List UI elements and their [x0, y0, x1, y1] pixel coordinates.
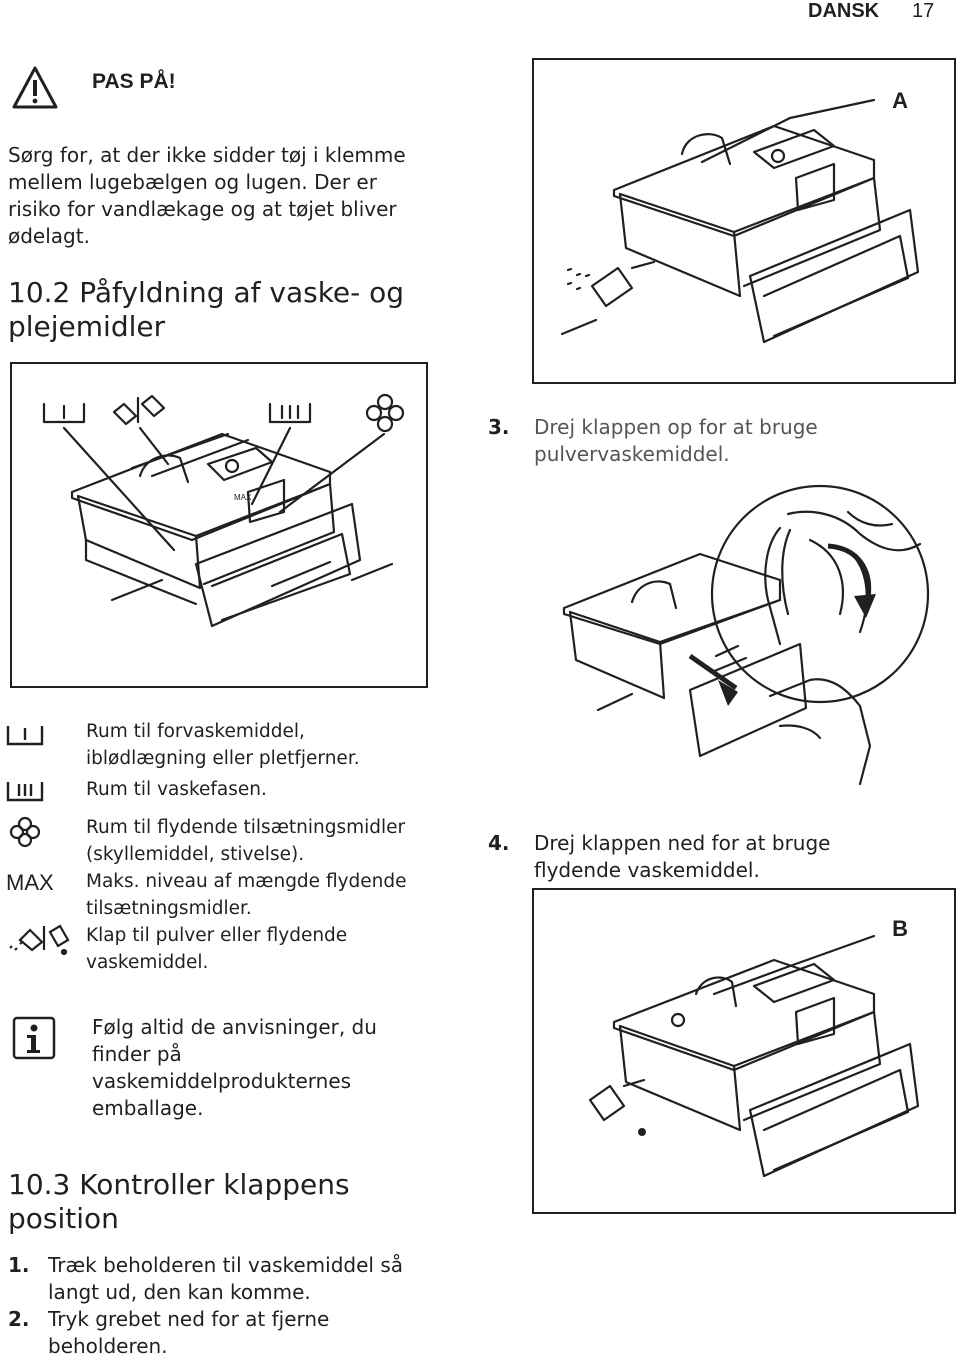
flower-icon-top	[365, 393, 405, 433]
header-language: DANSK	[808, 0, 880, 22]
legend-text-prewash: Rum til forvaskemiddel,iblødlægning elle…	[86, 721, 360, 769]
legend: Rum til forvaskemiddel,iblødlægning elle…	[0, 718, 450, 988]
powder-liquid-flap-icon	[9, 924, 70, 956]
flap-rotation-illustration	[562, 484, 930, 786]
section-10-2-heading: 10.2 Påfyldning af vaske- og plejemidler	[8, 276, 405, 343]
mainwash-icon-top	[268, 402, 312, 424]
section-10-3-heading: 10.3 Kontroller klappens position	[8, 1168, 350, 1235]
prewash-compartment-icon	[6, 726, 44, 746]
warning-text: Sørg for, at der ikke sidder tøj i klemm…	[8, 143, 406, 248]
page-number: 17	[912, 0, 935, 22]
warning-title: PAS PÅ!	[92, 70, 176, 93]
figure-a-powder: A	[532, 58, 956, 384]
flap-icon-top	[112, 394, 166, 426]
flower-softener-icon	[9, 816, 41, 848]
info-icon	[12, 1016, 56, 1060]
legend-text-mainwash: Rum til vaskefasen.	[86, 779, 267, 800]
figure-b-label: B	[892, 916, 908, 941]
legend-text-softener: Rum til flydende tilsætningsmidler(skyll…	[86, 817, 406, 865]
max-level-label: MAX	[6, 870, 54, 895]
main-wash-compartment-icon	[6, 782, 44, 802]
prewash-icon-top	[42, 402, 86, 424]
svg-text:MAX: MAX	[234, 493, 252, 502]
dispenser-compartments-figure: MAX	[10, 362, 428, 688]
figure-a-label: A	[892, 88, 908, 113]
figure-b-liquid: B	[532, 888, 956, 1214]
warning-triangle-icon	[12, 66, 58, 109]
info-text: Følg altid de anvisninger, du finder på …	[92, 1015, 377, 1120]
